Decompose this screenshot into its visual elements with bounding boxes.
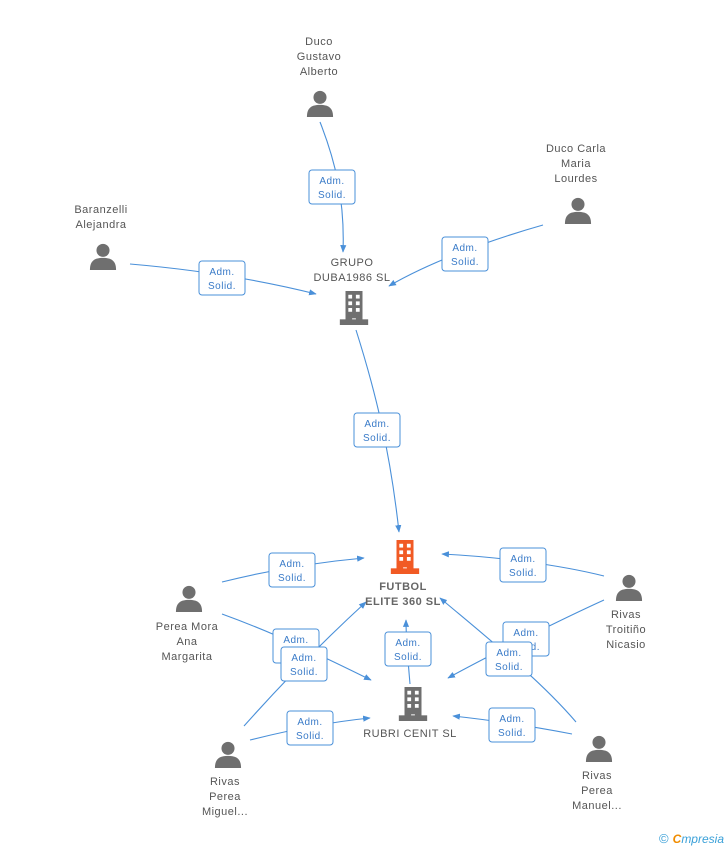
svg-text:Troitiño: Troitiño xyxy=(606,624,646,636)
person-perea-mora[interactable]: Perea Mora Ana Margarita xyxy=(156,585,219,663)
svg-text:Solid.: Solid. xyxy=(498,728,526,739)
svg-text:Adm.: Adm. xyxy=(510,554,535,565)
svg-text:Adm.: Adm. xyxy=(513,628,538,639)
svg-text:Maria: Maria xyxy=(561,158,591,170)
person-icon xyxy=(564,197,592,224)
building-icon-focus xyxy=(390,540,420,574)
relation-label-baranzelli[interactable]: Adm. Solid. xyxy=(198,260,246,296)
svg-text:Margarita: Margarita xyxy=(162,651,213,663)
companies-layer: GRUPO DUBA1986 SL FUTBOL ELITE 360 SL RU… xyxy=(313,257,456,740)
company-futbol-elite[interactable]: FUTBOL ELITE 360 SL xyxy=(365,540,441,608)
svg-text:Adm.: Adm. xyxy=(279,559,304,570)
svg-text:Adm.: Adm. xyxy=(297,717,322,728)
footer-brand: ©Cmpresia xyxy=(659,831,724,846)
svg-text:Lourdes: Lourdes xyxy=(554,173,597,185)
svg-text:Solid.: Solid. xyxy=(296,731,324,742)
person-duco-carla[interactable]: Duco Carla Maria Lourdes xyxy=(546,143,606,224)
svg-text:Baranzelli: Baranzelli xyxy=(74,204,127,216)
svg-text:Adm.: Adm. xyxy=(452,243,477,254)
svg-text:Rivas: Rivas xyxy=(210,776,240,788)
svg-text:Perea: Perea xyxy=(209,791,241,803)
svg-text:Solid.: Solid. xyxy=(318,190,346,201)
relation-label-duco-carla[interactable]: Adm. Solid. xyxy=(441,236,489,272)
svg-text:Duco Carla: Duco Carla xyxy=(546,143,606,155)
svg-text:Solid.: Solid. xyxy=(290,667,318,678)
svg-text:Adm.: Adm. xyxy=(319,176,344,187)
relation-label-manuel-rubri[interactable]: Adm. Solid. xyxy=(488,707,536,743)
person-icon xyxy=(175,585,203,612)
svg-text:Adm.: Adm. xyxy=(499,714,524,725)
svg-text:Ana: Ana xyxy=(176,636,197,648)
svg-text:Solid.: Solid. xyxy=(394,652,422,663)
svg-text:FUTBOL: FUTBOL xyxy=(379,581,427,593)
relation-label-duco-gustavo[interactable]: Adm. Solid. xyxy=(308,169,356,205)
persons-layer: Duco Gustavo Alberto Duco Carla Maria Lo… xyxy=(74,36,646,818)
person-rivas-troitino[interactable]: Rivas Troitiño Nicasio xyxy=(606,574,646,651)
svg-text:Solid.: Solid. xyxy=(363,433,391,444)
building-icon xyxy=(339,291,369,325)
svg-text:DUBA1986 SL: DUBA1986 SL xyxy=(313,272,390,284)
svg-text:Alberto: Alberto xyxy=(300,66,338,78)
svg-text:Adm.: Adm. xyxy=(209,267,234,278)
svg-text:Rivas: Rivas xyxy=(611,609,641,621)
svg-text:Solid.: Solid. xyxy=(278,573,306,584)
svg-text:Miguel...: Miguel... xyxy=(202,806,248,818)
brand-logo-text: mpresia xyxy=(681,832,724,846)
person-icon xyxy=(214,741,242,768)
relation-label-grupo-duba[interactable]: Adm. Solid. xyxy=(353,412,401,448)
svg-text:Perea Mora: Perea Mora xyxy=(156,621,219,633)
svg-text:RUBRI CENIT SL: RUBRI CENIT SL xyxy=(363,728,457,740)
copyright-icon: © xyxy=(659,831,669,846)
svg-text:Nicasio: Nicasio xyxy=(606,639,646,651)
person-rivas-manuel[interactable]: Rivas Perea Manuel... xyxy=(572,735,622,812)
person-icon xyxy=(585,735,613,762)
svg-text:Duco: Duco xyxy=(305,36,333,48)
person-duco-gustavo[interactable]: Duco Gustavo Alberto xyxy=(297,36,341,117)
svg-text:Gustavo: Gustavo xyxy=(297,51,341,63)
svg-text:Perea: Perea xyxy=(581,785,613,797)
person-icon xyxy=(89,243,117,270)
svg-text:Rivas: Rivas xyxy=(582,770,612,782)
person-icon xyxy=(306,90,334,117)
svg-text:Adm.: Adm. xyxy=(291,653,316,664)
relation-label-miguel-rubri[interactable]: Adm. Solid. xyxy=(286,710,334,746)
svg-text:Adm.: Adm. xyxy=(283,635,308,646)
relation-label-miguel-futbol[interactable]: Adm. Solid. xyxy=(280,646,328,682)
svg-text:Adm.: Adm. xyxy=(395,638,420,649)
relation-label-manuel-futbol[interactable]: Adm. Solid. xyxy=(485,641,533,677)
svg-text:Adm.: Adm. xyxy=(496,648,521,659)
relation-label-perea-mora-futbol[interactable]: Adm. Solid. xyxy=(268,552,316,588)
svg-text:Solid.: Solid. xyxy=(509,568,537,579)
svg-text:Manuel...: Manuel... xyxy=(572,800,622,812)
person-rivas-miguel[interactable]: Rivas Perea Miguel... xyxy=(202,741,248,818)
person-icon xyxy=(615,574,643,601)
relation-label-troitino-futbol[interactable]: Adm. Solid. xyxy=(499,547,547,583)
svg-text:GRUPO: GRUPO xyxy=(331,257,374,269)
svg-text:ELITE 360 SL: ELITE 360 SL xyxy=(365,596,441,608)
building-icon xyxy=(398,687,428,721)
svg-text:Solid.: Solid. xyxy=(495,662,523,673)
person-baranzelli[interactable]: Baranzelli Alejandra xyxy=(74,204,127,270)
svg-text:Alejandra: Alejandra xyxy=(76,219,127,231)
svg-text:Solid.: Solid. xyxy=(451,257,479,268)
svg-text:Solid.: Solid. xyxy=(208,281,236,292)
relation-labels-layer: Adm. Solid. Adm. Solid. Adm. Solid. Adm.… xyxy=(198,169,550,746)
company-grupo-duba[interactable]: GRUPO DUBA1986 SL xyxy=(313,257,390,325)
company-rubri-cenit[interactable]: RUBRI CENIT SL xyxy=(363,687,457,740)
brand-logo-letter: C xyxy=(672,832,682,846)
relation-label-rubri-futbol[interactable]: Adm. Solid. xyxy=(384,631,432,667)
svg-text:Adm.: Adm. xyxy=(364,419,389,430)
